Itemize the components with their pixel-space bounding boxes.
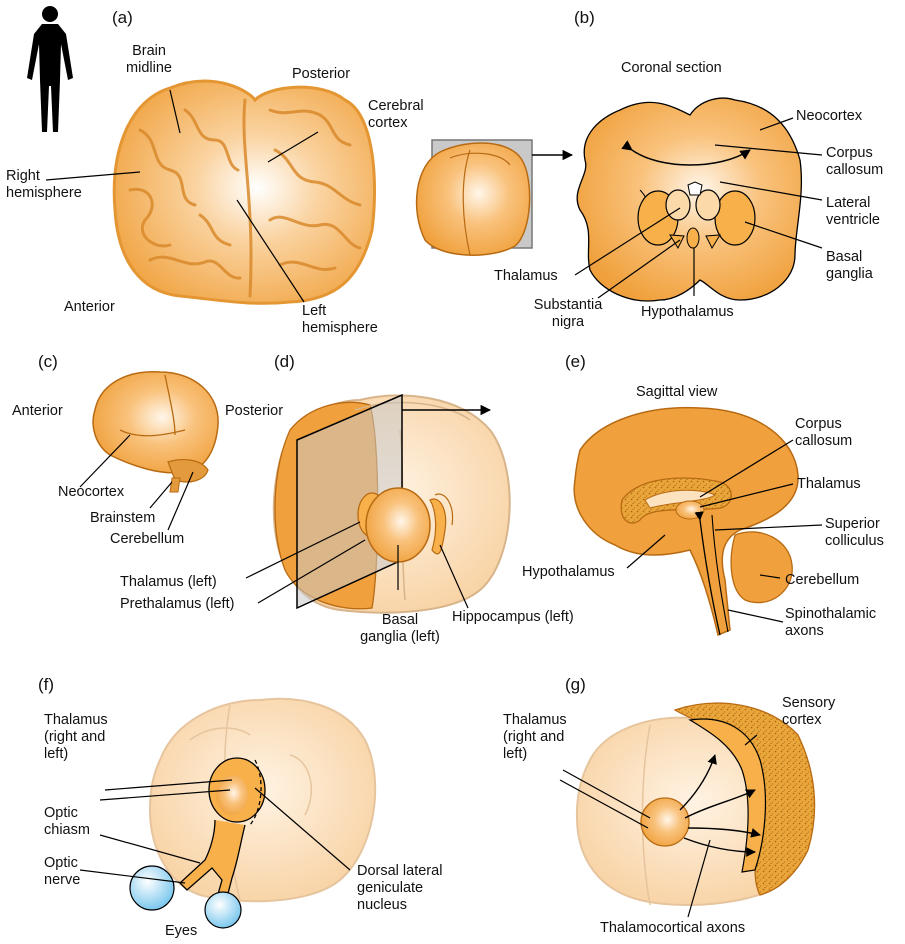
label-prethalamus-d: Prethalamus (left) [120, 596, 234, 613]
label-thalamus-b: Thalamus [494, 268, 558, 285]
label-optic-chiasm: Optic chiasm [44, 805, 90, 839]
label-neocortex-c: Neocortex [58, 484, 124, 501]
label-posterior-c: Posterior [225, 403, 283, 420]
label-brain-midline: Brain midline [114, 43, 184, 77]
label-superior-colliculus: Superior colliculus [825, 516, 884, 550]
brain-top-view [114, 81, 374, 303]
label-brainstem: Brainstem [90, 510, 155, 527]
label-posterior-a: Posterior [292, 66, 350, 83]
panel-g [560, 703, 815, 917]
label-anterior-a: Anterior [64, 299, 115, 316]
panel-e [574, 408, 822, 635]
label-cerebral-cortex: Cerebral cortex [368, 98, 424, 132]
label-eyes: Eyes [165, 923, 197, 940]
human-silhouette-icon [27, 6, 73, 132]
label-lateral-ventricle: Lateral ventricle [826, 195, 880, 229]
label-optic-nerve: Optic nerve [44, 855, 80, 889]
left-eye-icon [130, 866, 174, 910]
label-sagittal-view: Sagittal view [636, 384, 717, 401]
panel-f-letter: (f) [38, 675, 54, 695]
coronal-section [577, 98, 801, 301]
label-sensory-cortex: Sensory cortex [782, 695, 835, 729]
panel-d-letter: (d) [274, 352, 295, 372]
panel-b [417, 98, 822, 301]
panel-d [246, 395, 510, 613]
panel-a-letter: (a) [112, 8, 133, 28]
label-corpus-callosum-b: Corpus callosum [826, 145, 883, 179]
panel-e-letter: (e) [565, 352, 586, 372]
label-thalamus-f: Thalamus (right and left) [44, 712, 108, 763]
label-dlgn: Dorsal lateral geniculate nucleus [357, 863, 442, 914]
label-spinothalamic: Spinothalamic axons [785, 606, 876, 640]
label-hippocampus-d: Hippocampus (left) [452, 609, 574, 626]
label-cerebellum-c: Cerebellum [110, 531, 184, 548]
panel-a [27, 6, 375, 303]
label-thalamus-g: Thalamus (right and left) [503, 712, 567, 763]
label-basal-ganglia-b: Basal ganglia [826, 249, 873, 283]
right-eye-icon [205, 892, 241, 928]
panel-f [80, 699, 375, 928]
label-substantia-nigra: Substantia nigra [528, 297, 608, 331]
label-thalamus-e: Thalamus [797, 476, 861, 493]
label-right-hemisphere: Right hemisphere [6, 168, 82, 202]
label-anterior-c: Anterior [12, 403, 63, 420]
label-thalamocortical: Thalamocortical axons [600, 920, 745, 937]
label-coronal-section: Coronal section [621, 60, 722, 77]
label-cerebellum-e: Cerebellum [785, 572, 859, 589]
label-hypothalamus-b: Hypothalamus [641, 304, 734, 321]
panel-c-letter: (c) [38, 352, 58, 372]
label-thalamus-d: Thalamus (left) [120, 574, 217, 591]
brain-small-view [417, 140, 572, 255]
label-hypothalamus-e: Hypothalamus [522, 564, 615, 581]
label-corpus-callosum-e: Corpus callosum [795, 416, 852, 450]
panel-b-letter: (b) [574, 8, 595, 28]
label-left-hemisphere: Left hemisphere [302, 303, 378, 337]
panel-c [80, 372, 218, 530]
label-basal-ganglia-d: Basal ganglia (left) [350, 612, 450, 646]
panel-g-letter: (g) [565, 675, 586, 695]
label-neocortex-b: Neocortex [796, 108, 862, 125]
